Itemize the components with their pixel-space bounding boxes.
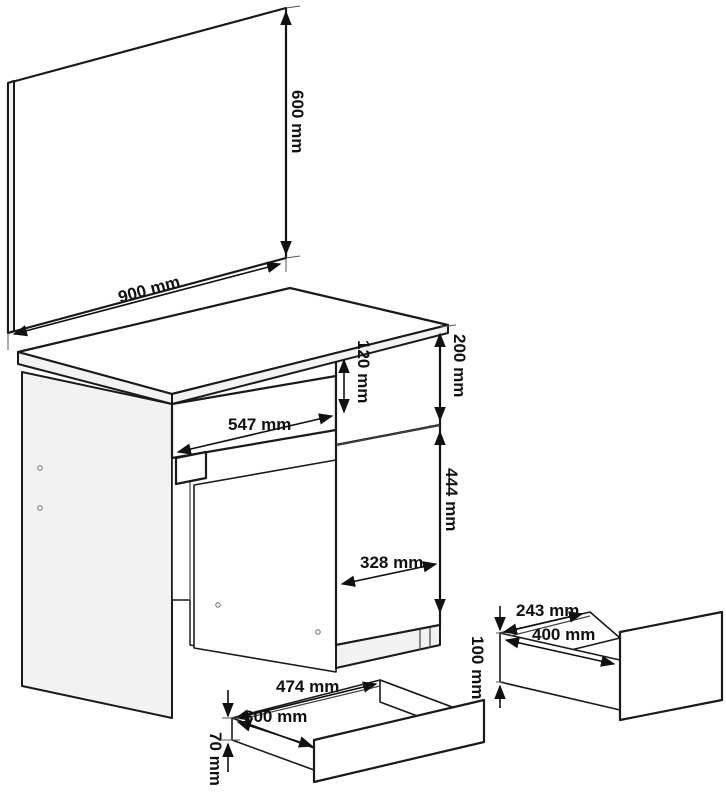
large-drawer-front [618,610,724,722]
knee-space-width-label: 547 mm [228,415,291,434]
shelf-hole [215,602,221,608]
mirror-height-label: 600 mm [288,90,307,153]
door-width-label: 328 mm [360,553,423,572]
small-drawer-width-label: 300 mm [244,707,307,726]
cabinet-plinth [335,624,441,669]
shelf-hole [315,629,321,635]
desk-body [16,286,450,719]
cabinet-top-height-label: 200 mm [450,334,469,397]
cabinet-door [334,423,442,647]
small-drawer-length-label: 474 mm [276,677,339,696]
shelf-hole [37,465,43,471]
small-drawer-height-label: 70 mm [206,732,225,786]
shelf-hole [37,505,43,511]
large-drawer-length-label: 400 mm [532,625,595,644]
left-side-panel [21,371,173,719]
door-height-label: 444 mm [442,468,461,531]
large-drawer-width-label: 243 mm [516,601,579,620]
small-drawer-front [312,698,486,784]
pedestal-side [193,459,337,673]
top-drawer-height-label: 120 mm [354,340,373,403]
small-drawer [231,679,486,784]
top-drawer-handle [174,450,208,486]
large-drawer-height-label: 100 mm [468,636,487,699]
dimension-lines [7,5,616,772]
